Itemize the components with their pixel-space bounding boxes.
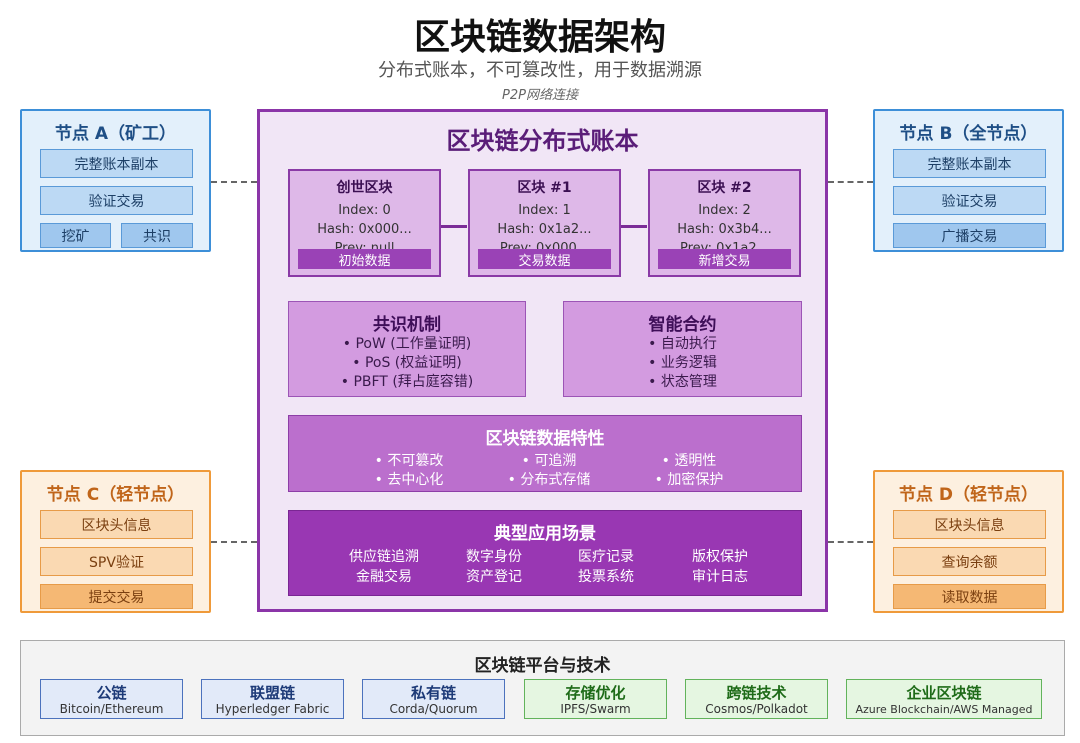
- block-index: Index: 1: [518, 202, 571, 218]
- node-d-item-header[interactable]: 区块头信息: [893, 510, 1046, 539]
- node-a: 节点 A（矿工） 完整账本副本 验证交易 挖矿 共识: [20, 109, 211, 252]
- node-c-item-header[interactable]: 区块头信息: [40, 510, 193, 539]
- node-d-item-balance[interactable]: 查询余额: [893, 547, 1046, 576]
- platform-enterprise[interactable]: 企业区块链 Azure Blockchain/AWS Managed: [846, 679, 1042, 719]
- node-a-title: 节点 A（矿工）: [54, 123, 177, 144]
- block-1[interactable]: 区块 #1 Index: 1 Hash: 0x1a2... Prev: 0x00…: [468, 169, 621, 277]
- application-item: 供应链追溯: [349, 548, 419, 565]
- node-a-item-ledger[interactable]: 完整账本副本: [40, 149, 193, 178]
- node-d: 节点 D（轻节点） 区块头信息 查询余额 读取数据: [873, 470, 1064, 613]
- node-b-item-verify[interactable]: 验证交易: [893, 186, 1046, 215]
- consensus-item: • PoW (工作量证明): [342, 335, 472, 352]
- application-item: 投票系统: [578, 568, 634, 585]
- platform-sub: Cosmos/Polkadot: [705, 702, 808, 716]
- block-hash: Hash: 0x000...: [317, 221, 412, 237]
- platform-sub: Bitcoin/Ethereum: [59, 702, 164, 716]
- platform-name: 企业区块链: [906, 683, 982, 702]
- block-data: 初始数据: [298, 249, 431, 269]
- application-item: 金融交易: [356, 568, 412, 585]
- block-title: 区块 #1: [517, 180, 572, 196]
- features-panel[interactable]: 区块链数据特性 • 不可篡改 • 可追溯 • 透明性 • 去中心化 • 分布式存…: [288, 415, 802, 492]
- connector-node-d: [828, 541, 873, 543]
- p2p-label: P2P网络连接: [502, 87, 578, 103]
- platform-title: 区块链平台与技术: [474, 655, 611, 676]
- platform-name: 联盟链: [249, 683, 295, 702]
- block-title: 创世区块: [336, 180, 393, 196]
- platform-name: 公链: [96, 683, 127, 702]
- block-title: 区块 #2: [697, 180, 752, 196]
- node-a-item-consensus[interactable]: 共识: [121, 223, 193, 248]
- feature-item: • 不可篡改: [374, 452, 444, 469]
- block-index: Index: 0: [338, 202, 391, 218]
- chain-link-1: [441, 225, 467, 228]
- block-hash: Hash: 0x1a2...: [497, 221, 592, 237]
- node-a-item-verify[interactable]: 验证交易: [40, 186, 193, 215]
- platform-name: 跨链技术: [726, 683, 787, 702]
- block-hash: Hash: 0x3b4...: [677, 221, 772, 237]
- node-a-item-mining[interactable]: 挖矿: [40, 223, 111, 248]
- platform-sub: Azure Blockchain/AWS Managed: [855, 702, 1033, 716]
- applications-title: 典型应用场景: [494, 523, 596, 544]
- application-item: 数字身份: [466, 548, 522, 565]
- platform-section: 区块链平台与技术 公链 Bitcoin/Ethereum 联盟链 Hyperle…: [20, 640, 1065, 736]
- feature-item: • 分布式存储: [507, 471, 591, 488]
- smart-contract-title: 智能合约: [648, 314, 717, 335]
- platform-name: 存储优化: [565, 683, 626, 702]
- node-d-title: 节点 D（轻节点）: [898, 484, 1039, 505]
- platform-sub: Corda/Quorum: [389, 702, 478, 716]
- node-d-item-read[interactable]: 读取数据: [893, 584, 1046, 609]
- ledger-title: 区块链分布式账本: [446, 126, 639, 155]
- platform-private-chain[interactable]: 私有链 Corda/Quorum: [362, 679, 505, 719]
- features-title: 区块链数据特性: [485, 428, 605, 449]
- applications-panel[interactable]: 典型应用场景 供应链追溯 数字身份 医疗记录 版权保护 金融交易 资产登记 投票…: [288, 510, 802, 596]
- node-b: 节点 B（全节点） 完整账本副本 验证交易 广播交易: [873, 109, 1064, 252]
- feature-item: • 加密保护: [654, 471, 724, 488]
- node-c-item-spv[interactable]: SPV验证: [40, 547, 193, 576]
- feature-item: • 透明性: [661, 452, 717, 469]
- chain-link-2: [621, 225, 647, 228]
- node-b-item-ledger[interactable]: 完整账本副本: [893, 149, 1046, 178]
- smart-contract-item: • 业务逻辑: [648, 354, 717, 371]
- consensus-panel[interactable]: 共识机制 • PoW (工作量证明) • PoS (权益证明) • PBFT (…: [288, 301, 526, 397]
- node-c-item-submit[interactable]: 提交交易: [40, 584, 193, 609]
- application-item: 资产登记: [466, 568, 522, 585]
- application-item: 审计日志: [692, 568, 748, 585]
- block-data: 交易数据: [478, 249, 611, 269]
- platform-name: 私有链: [410, 683, 456, 702]
- smart-contract-item: • 自动执行: [648, 335, 717, 352]
- feature-item: • 去中心化: [374, 471, 444, 488]
- connector-node-c: [211, 541, 257, 543]
- consensus-item: • PBFT (拜占庭容错): [340, 373, 474, 390]
- node-c: 节点 C（轻节点） 区块头信息 SPV验证 提交交易: [20, 470, 211, 613]
- node-c-title: 节点 C（轻节点）: [46, 484, 185, 505]
- node-b-item-broadcast[interactable]: 广播交易: [893, 223, 1046, 248]
- smart-contract-panel[interactable]: 智能合约 • 自动执行 • 业务逻辑 • 状态管理: [563, 301, 802, 397]
- block-2[interactable]: 区块 #2 Index: 2 Hash: 0x3b4... Prev: 0x1a…: [648, 169, 801, 277]
- connector-node-a: [211, 181, 257, 183]
- application-item: 版权保护: [692, 548, 748, 565]
- ledger-container: 区块链分布式账本 创世区块 Index: 0 Hash: 0x000... Pr…: [257, 109, 828, 612]
- page-subtitle: 分布式账本，不可篡改性，用于数据溯源: [378, 60, 702, 81]
- consensus-title: 共识机制: [373, 314, 441, 335]
- page-title: 区块链数据架构: [413, 17, 666, 58]
- platform-sub: Hyperledger Fabric: [215, 702, 330, 716]
- block-data: 新增交易: [658, 249, 791, 269]
- consensus-item: • PoS (权益证明): [352, 354, 462, 371]
- platform-consortium-chain[interactable]: 联盟链 Hyperledger Fabric: [201, 679, 344, 719]
- platform-public-chain[interactable]: 公链 Bitcoin/Ethereum: [40, 679, 183, 719]
- block-index: Index: 2: [698, 202, 751, 218]
- platform-storage[interactable]: 存储优化 IPFS/Swarm: [524, 679, 667, 719]
- platform-sub: IPFS/Swarm: [560, 702, 631, 716]
- application-item: 医疗记录: [578, 548, 634, 565]
- node-b-title: 节点 B（全节点）: [899, 123, 1038, 144]
- feature-item: • 可追溯: [521, 452, 577, 469]
- block-genesis[interactable]: 创世区块 Index: 0 Hash: 0x000... Prev: null …: [288, 169, 441, 277]
- platform-cross-chain[interactable]: 跨链技术 Cosmos/Polkadot: [685, 679, 828, 719]
- connector-node-b: [828, 181, 873, 183]
- smart-contract-item: • 状态管理: [648, 373, 717, 390]
